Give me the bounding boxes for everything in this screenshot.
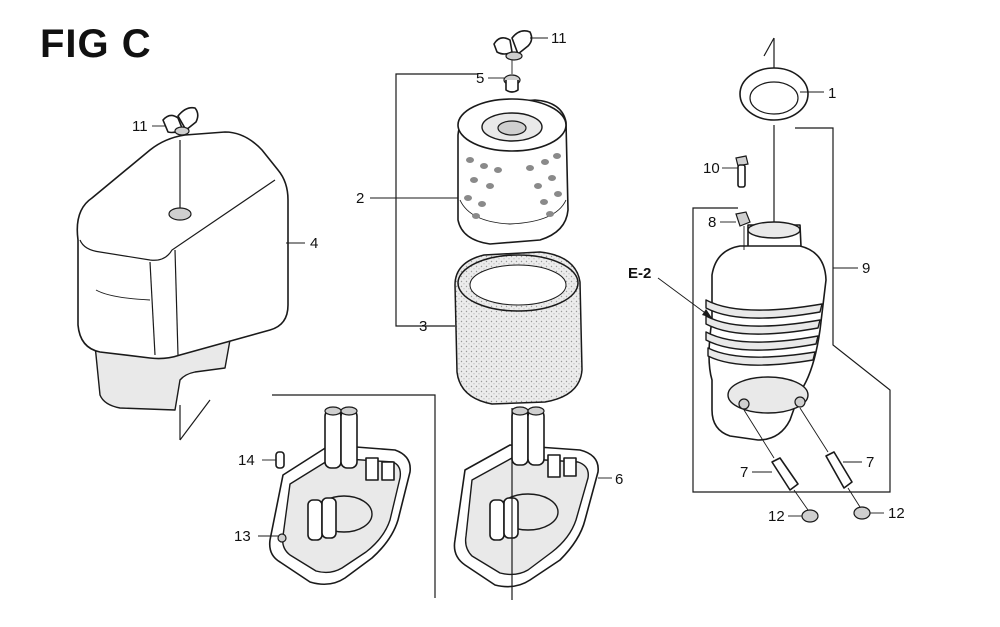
wing-nut-top — [493, 30, 533, 74]
callout-8: 8 — [708, 214, 716, 231]
elbow-assembly — [692, 125, 891, 493]
base-assembly-inset — [268, 394, 436, 598]
callout-labels: 1 2 3 4 5 6 7 7 8 9 10 11 11 12 12 13 14… — [132, 30, 905, 545]
group-bracket-filter — [395, 73, 478, 327]
air-cleaner-base — [453, 406, 599, 600]
filter-cover-perforated — [457, 98, 569, 245]
callout-14: 14 — [238, 452, 255, 469]
callout-10: 10 — [703, 160, 720, 177]
callout-11-top: 11 — [551, 30, 567, 47]
callout-2: 2 — [356, 190, 364, 207]
callout-11-left: 11 — [132, 118, 148, 135]
callout-5: 5 — [476, 70, 484, 87]
callout-1: 1 — [828, 85, 836, 102]
clip-right — [847, 487, 871, 520]
leader-lines — [152, 37, 884, 537]
callout-13: 13 — [234, 528, 251, 545]
nut — [735, 211, 751, 250]
bolt — [735, 155, 749, 188]
figure-title: FIG C — [40, 22, 152, 66]
reference-e2: E-2 — [628, 265, 651, 282]
callout-7-right: 7 — [866, 454, 874, 471]
callout-6: 6 — [615, 471, 623, 488]
callout-3: 3 — [419, 318, 427, 335]
callout-12-right: 12 — [888, 505, 905, 522]
callout-9: 9 — [862, 260, 870, 277]
tube-left — [743, 409, 799, 491]
callout-12-left: 12 — [768, 508, 785, 525]
callout-7-left: 7 — [740, 464, 748, 481]
air-cleaner-cover — [76, 131, 289, 441]
gasket-ring — [739, 37, 809, 121]
wing-nut-left — [162, 106, 199, 136]
grommet — [503, 74, 521, 93]
clip-left — [793, 489, 819, 523]
filter-element-foam — [454, 251, 583, 405]
callout-4: 4 — [310, 235, 318, 252]
tube-right — [799, 407, 853, 489]
